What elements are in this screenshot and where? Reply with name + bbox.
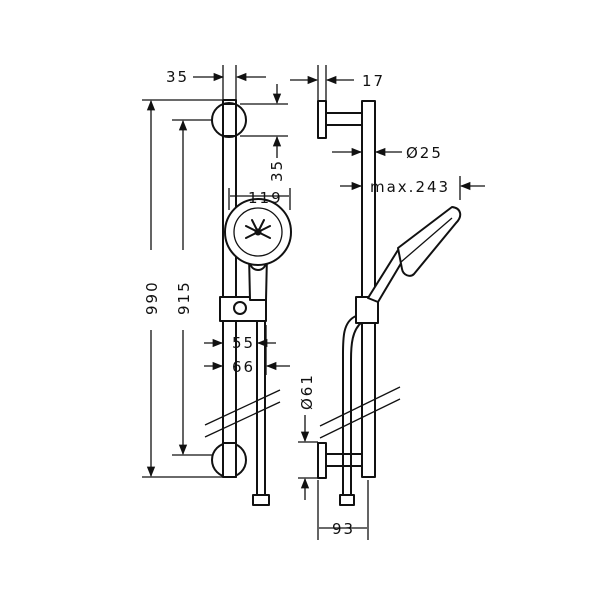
dimension-lines <box>142 65 485 540</box>
dim-diameter-61: Ø61 <box>298 373 316 410</box>
dim-990: 990 <box>143 280 161 315</box>
dim-93: 93 <box>332 520 355 538</box>
front-bottom-bracket <box>211 442 247 478</box>
side-slider <box>355 296 379 324</box>
dim-35-side: 35 <box>268 159 286 182</box>
dim-55: 55 <box>232 334 255 352</box>
front-view <box>204 99 292 506</box>
dimension-labels: 35 17 Ø25 max.243 119 35 990 915 55 66 Ø… <box>143 68 450 538</box>
dim-66: 66 <box>232 358 255 376</box>
front-shower-head <box>224 198 292 266</box>
dim-119: 119 <box>248 189 283 207</box>
side-hand-shower <box>367 206 462 303</box>
front-rail <box>222 99 237 478</box>
dim-17: 17 <box>362 72 385 90</box>
dim-max-243: max.243 <box>370 178 450 196</box>
dim-35-top: 35 <box>166 68 189 86</box>
front-top-bracket <box>211 102 247 138</box>
dim-915: 915 <box>175 280 193 315</box>
dim-diameter-25: Ø25 <box>406 144 443 162</box>
side-view <box>317 100 462 506</box>
side-hose <box>341 315 363 496</box>
